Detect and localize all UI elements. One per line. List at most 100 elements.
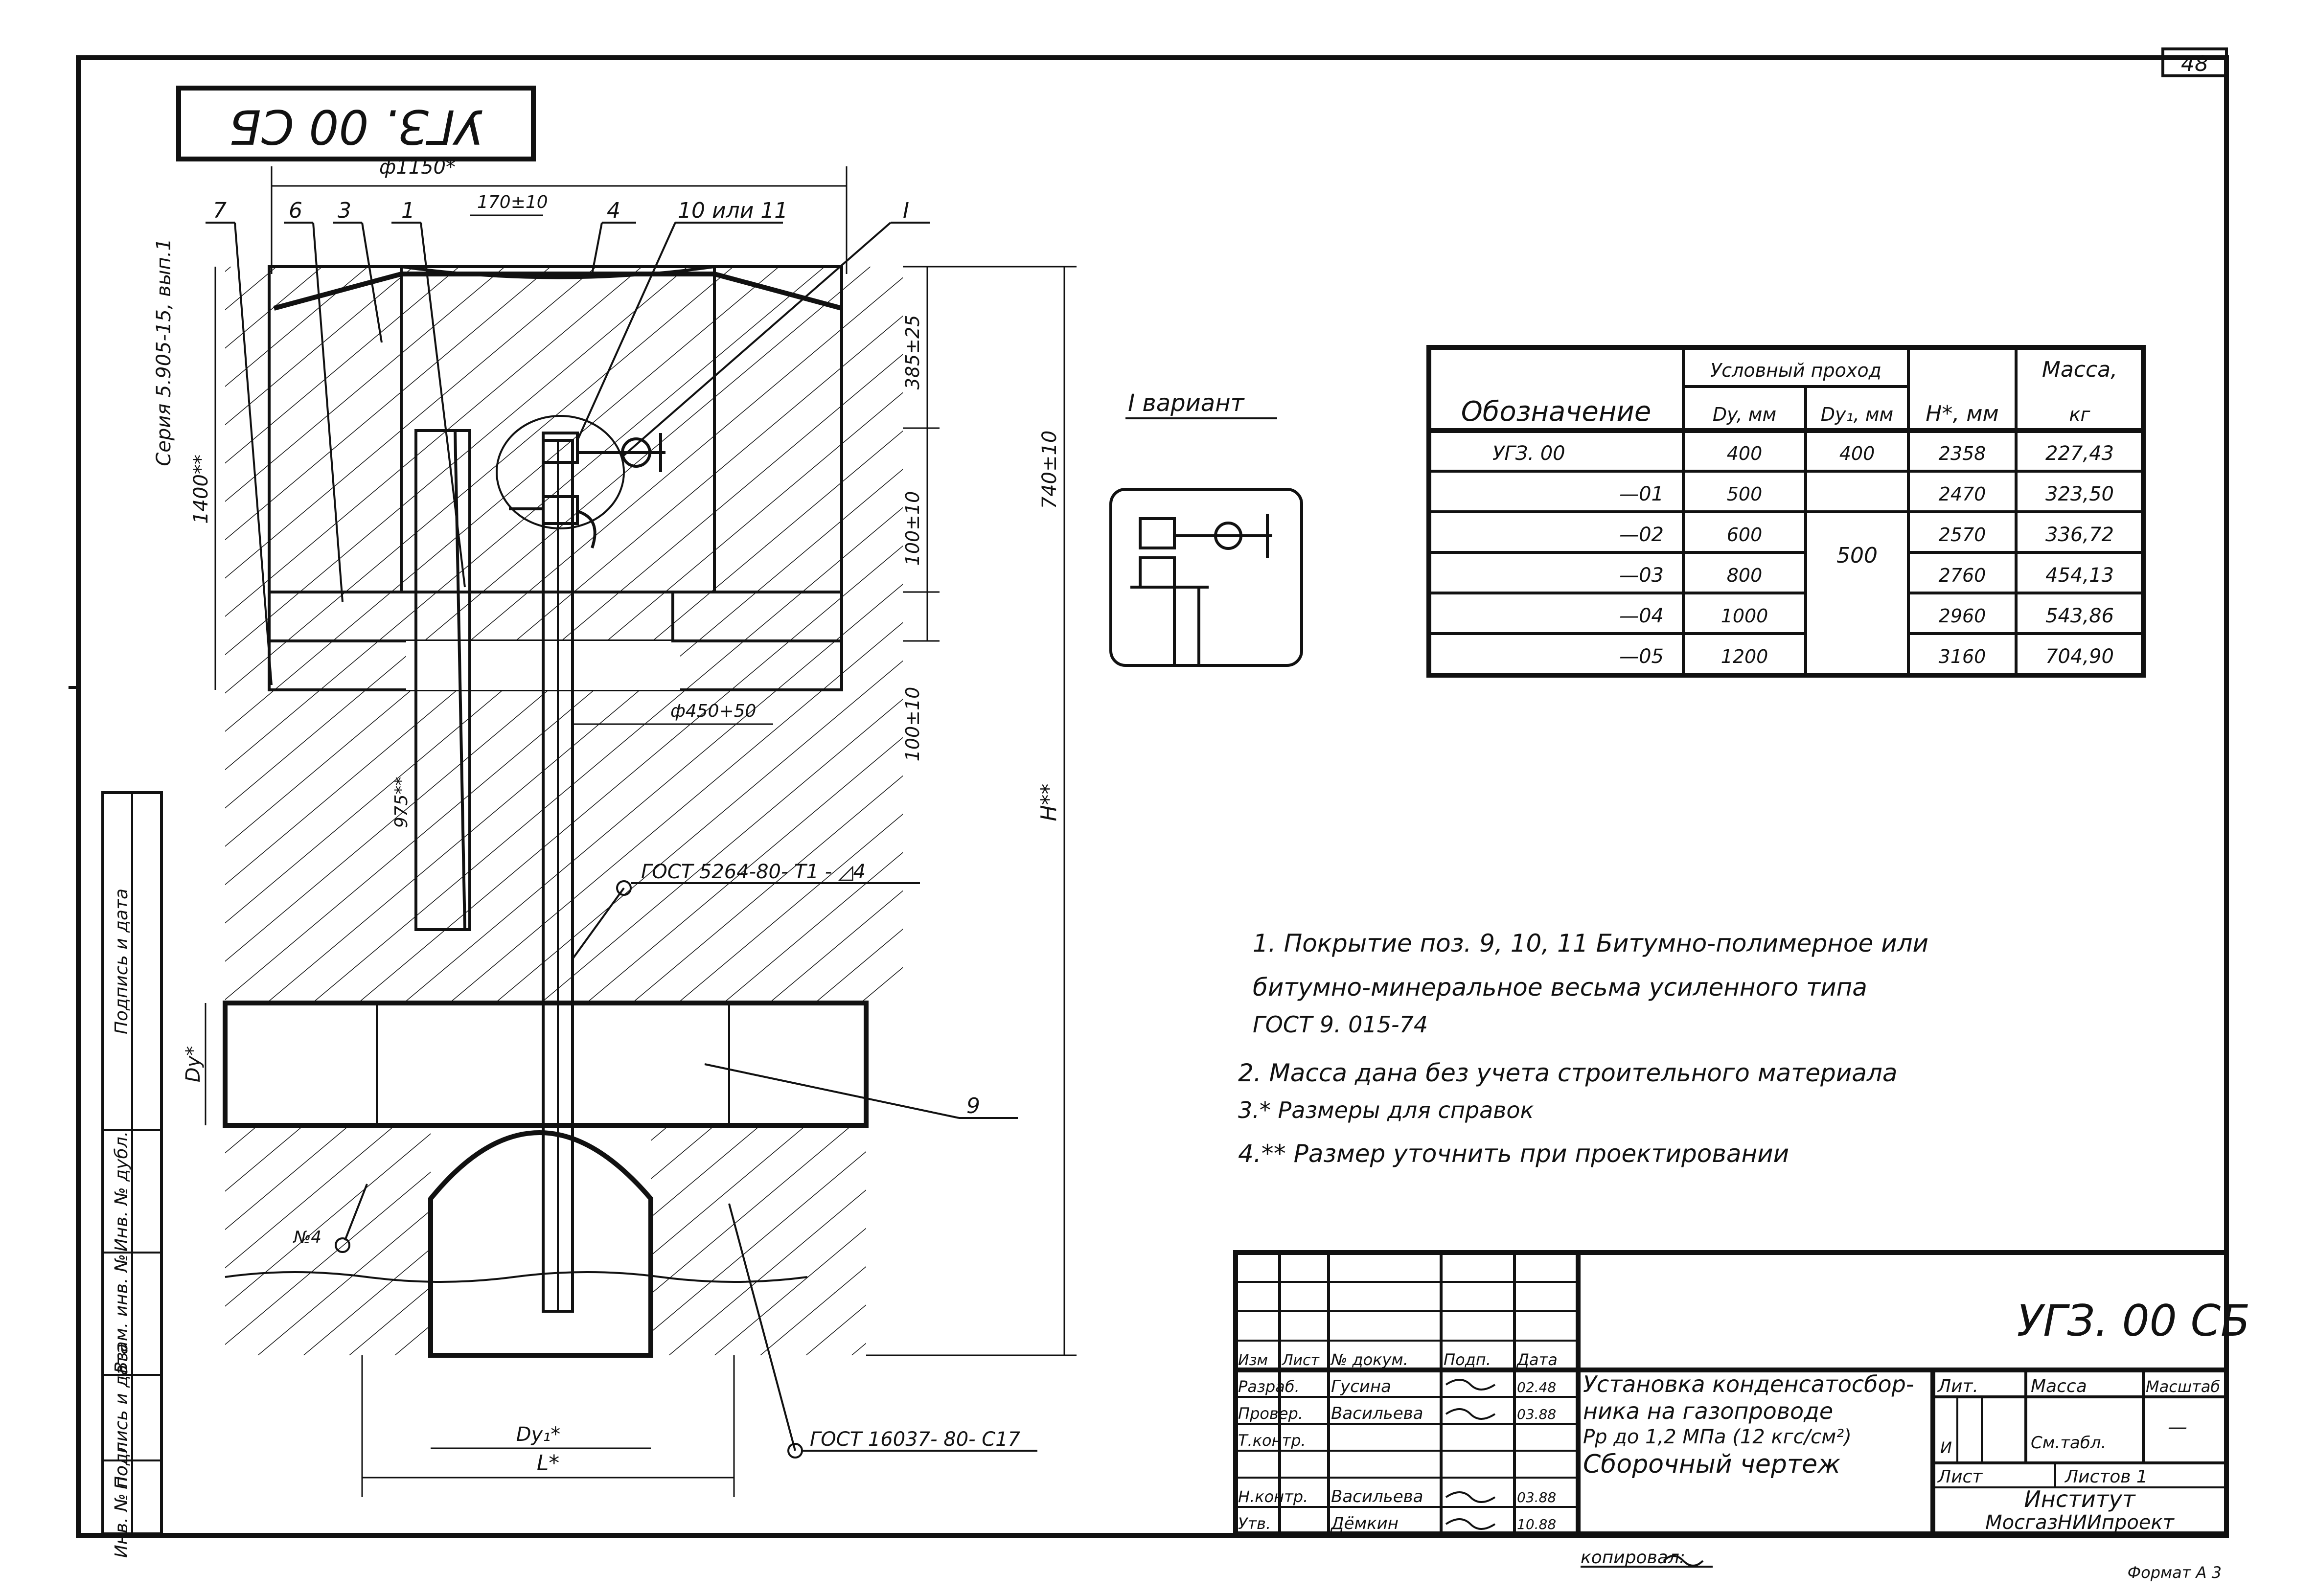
name-ncontrol: Васильева: [1331, 1487, 1423, 1506]
row-designation: —03: [1619, 564, 1664, 587]
table-row: —01 500 2470 323,50: [1619, 483, 2114, 505]
row-h: 2570: [1939, 524, 1986, 546]
row-mass: 227,43: [2045, 442, 2114, 465]
row-designation: —05: [1619, 645, 1664, 668]
row-mass: 454,13: [2045, 564, 2114, 587]
row-mass: 704,90: [2045, 645, 2114, 668]
date-approve: 10.88: [1517, 1516, 1556, 1532]
note-3: 3.* Размеры для справок: [1238, 1097, 1534, 1123]
org-name-2: МосгазНИИпроект: [1985, 1511, 2175, 1534]
dim-d1150: ф1150*: [379, 156, 456, 179]
date-ncontrol: 03.88: [1517, 1489, 1556, 1505]
dim-385: 385±25: [902, 315, 923, 390]
stamp-sign-date-2: Подпись и дата: [112, 889, 132, 1034]
stamp-inv-duplicate: Инв. № дубл.: [112, 1131, 132, 1252]
note-1-gost: ГОСТ 9. 015-74: [1253, 1011, 1428, 1038]
date-dev: 02.48: [1517, 1379, 1556, 1395]
dim-100b: 100±10: [902, 687, 923, 762]
note-1: 1. Покрытие поз. 9, 10, 11 Битумно-полим…: [1253, 929, 1928, 958]
table-header-group: Условный проход: [1710, 360, 1881, 381]
mass-label: Масса: [2031, 1376, 2087, 1396]
title-code: УГЗ. 00 СБ: [2017, 1296, 2250, 1346]
head-date: Дата: [1516, 1350, 1558, 1369]
row-h: 2760: [1939, 565, 1986, 586]
role-ncontrol: Н.контр.: [1238, 1487, 1308, 1506]
format-label: Формат А 3: [2128, 1563, 2222, 1582]
row-mass: 543,86: [2045, 605, 2114, 627]
table-header-dy1: Dy₁, мм: [1821, 404, 1893, 425]
title-name-1: Установка конденсатосбор-: [1583, 1371, 1914, 1397]
stamp-inv-original: Инв. № подл.: [112, 1436, 132, 1558]
role-tcontrol: Т.контр.: [1238, 1431, 1306, 1450]
head-sign: Подп.: [1444, 1350, 1491, 1369]
row-h: 2960: [1939, 605, 1986, 627]
row-dy: 500: [1727, 483, 1763, 505]
dim-170: 170±10: [477, 192, 548, 212]
row-dy1: 400: [1839, 443, 1875, 464]
title-name-2: ника на газопроводе: [1583, 1398, 1833, 1424]
scale-label: Масштаб: [2146, 1377, 2220, 1396]
page-number-box: [2161, 47, 2228, 77]
table-row: УГЗ. 00 400 400 2358 227,43: [1492, 442, 2114, 465]
callout-9: 9: [966, 1094, 980, 1118]
row-designation: УГЗ. 00: [1492, 442, 1565, 465]
copier-signature: [1663, 1555, 1704, 1567]
note-2: 2. Масса дана без учета строительного ма…: [1238, 1059, 1897, 1087]
table-header-designation: Обозначение: [1461, 396, 1652, 428]
table-header-h: H*, мм: [1926, 401, 1998, 426]
rotated-code-label: УГЗ. 00 СБ: [229, 99, 483, 154]
dim-975: 975**: [391, 777, 412, 828]
role-approve: Утв.: [1238, 1514, 1271, 1533]
callout-7: 7: [213, 198, 227, 223]
table-row: —02 600 2570 336,72: [1619, 524, 2114, 546]
table-header-mass-unit: кг: [2069, 404, 2091, 425]
name-approve: Дёмкин: [1330, 1514, 1399, 1533]
note-1-cont: битумно-минеральное весьма усиленного ти…: [1253, 973, 1867, 1002]
callouts: 7 6 3 1 4 10 или 11 I 9: [206, 198, 1018, 1119]
signature-check: [1445, 1408, 1496, 1420]
date-check: 03.88: [1517, 1406, 1556, 1422]
role-check: Провер.: [1238, 1404, 1303, 1423]
size-table: Обозначение Условный проход Dy, мм Dy₁, …: [1426, 345, 2146, 678]
frame: 48: [69, 47, 2229, 1538]
org-name-1: Институт: [2024, 1486, 2135, 1512]
dim-h: H**: [1036, 783, 1061, 821]
dim-l: L*: [537, 1451, 560, 1476]
callout-10-11: 10 или 11: [678, 198, 788, 223]
weld-note-bottom: ГОСТ 16037- 80- С17: [810, 1428, 1021, 1451]
series-label: Серия 5.905-15, вып.1: [153, 238, 175, 466]
callout-6: 6: [289, 198, 302, 223]
callout-1: 1: [401, 198, 415, 223]
detail-I: I вариант: [1109, 389, 1303, 667]
row-dy: 800: [1727, 565, 1763, 586]
row-h: 2358: [1939, 443, 1986, 464]
role-dev: Разраб.: [1238, 1377, 1300, 1396]
row-dy: 1000: [1721, 605, 1768, 627]
title-name-3: Рр до 1,2 МПа (12 кгс/см²): [1583, 1426, 1852, 1448]
dim-100a: 100±10: [902, 491, 923, 566]
page-number: 48: [2181, 51, 2208, 76]
lit-value: И: [1940, 1438, 1952, 1457]
head-change: Изм: [1238, 1352, 1268, 1369]
row-designation: —04: [1619, 605, 1664, 627]
signature-approve: [1445, 1518, 1496, 1530]
main-section: ф1150* 170±10 385±25 100±10 100±10 740±1…: [182, 156, 1077, 1497]
notes: 1. Покрытие поз. 9, 10, 11 Битумно-полим…: [1238, 929, 1928, 1168]
table-row: —05 1200 3160 704,90: [1619, 645, 2114, 668]
signature-dev: [1445, 1379, 1496, 1391]
sheet-label: Лист: [1937, 1467, 1983, 1487]
row-dy1-merged: 500: [1836, 543, 1878, 568]
row-designation: —02: [1619, 524, 1664, 546]
row-mass: 323,50: [2045, 483, 2114, 505]
row-designation: —01: [1619, 483, 1664, 505]
detail-title: I вариант: [1128, 389, 1245, 417]
callout-4: 4: [607, 198, 620, 223]
frame-border: [76, 55, 2229, 1538]
sheets-label: Листов 1: [2064, 1467, 2148, 1487]
row-dy: 400: [1727, 443, 1763, 464]
side-stamp: Инв. № подл. Подпись и дата Взам. инв. №…: [101, 791, 163, 1558]
dim-1400: 1400**: [190, 455, 212, 524]
table-header-mass: Масса,: [2042, 357, 2117, 382]
row-dy: 1200: [1721, 646, 1768, 667]
